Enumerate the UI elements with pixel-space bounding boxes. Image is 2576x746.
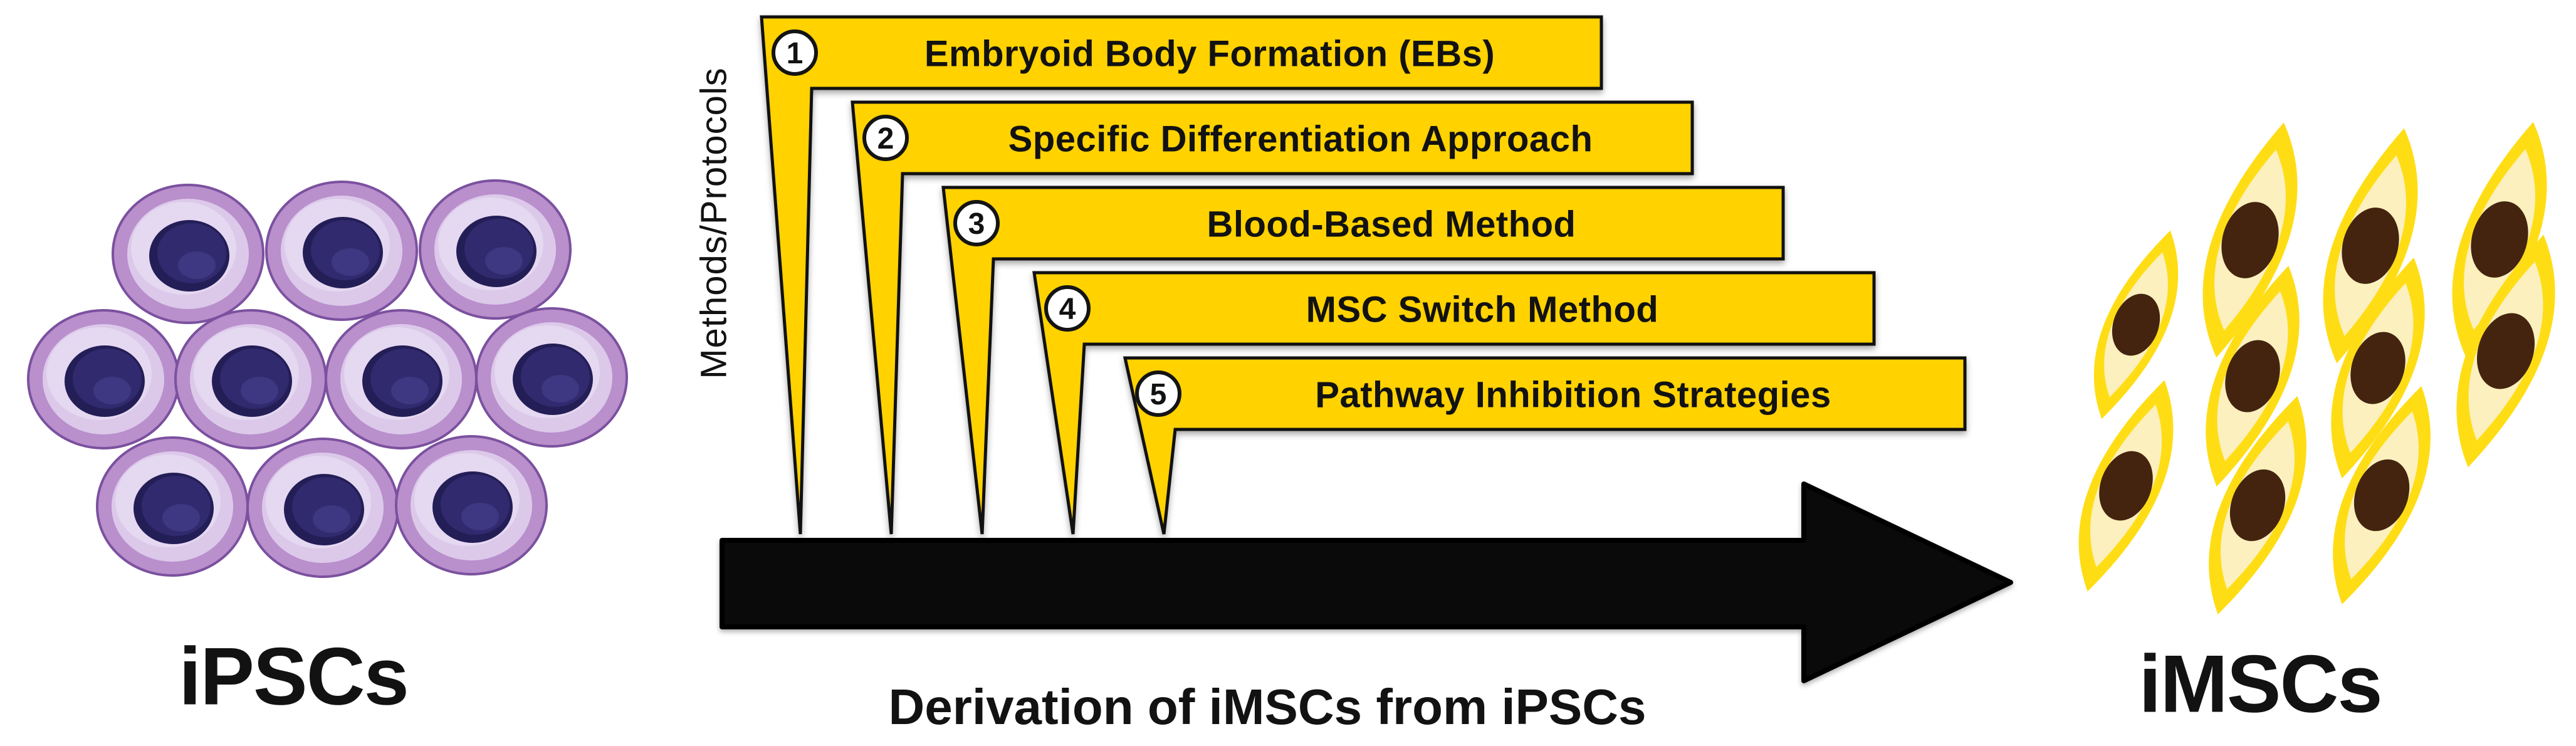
ipsc-cell [112, 184, 264, 324]
imsc-cell [2202, 122, 2298, 358]
cell-nucleus-highlight [485, 247, 523, 275]
banner-flag-shape [760, 15, 1603, 535]
imsc-cell [2093, 230, 2179, 419]
imscs-label: iMSCs [2139, 638, 2381, 730]
ipsc-cell [96, 436, 249, 577]
cell-nucleus-highlight [241, 377, 278, 404]
cell-nucleus-highlight [542, 375, 579, 402]
number-badge-label: 5 [1150, 378, 1167, 411]
cell-nucleus [2099, 451, 2153, 521]
number-badge [1135, 370, 1181, 417]
cell-nucleus [2476, 313, 2535, 389]
cell-nucleus [2221, 202, 2279, 278]
diagram-caption: Derivation of iMSCs from iPSCs [888, 679, 1646, 735]
number-badge [862, 115, 909, 161]
cell-nucleus [2342, 208, 2399, 284]
cell-nucleus-highlight [162, 504, 200, 532]
method-label: MSC Switch Method [1306, 289, 1659, 330]
number-badge-label: 4 [1059, 293, 1076, 326]
method-label: Embryoid Body Formation (EBs) [924, 33, 1495, 74]
cell-nucleus [2229, 469, 2286, 542]
imsc-cell [2323, 128, 2418, 364]
cell-nucleus-highlight [391, 377, 429, 404]
imsc-cell [2452, 122, 2547, 357]
number-badge [1044, 285, 1091, 332]
methods-protocols-axis-label: Methods/Protocols [693, 67, 734, 379]
imsc-cell [2456, 234, 2555, 468]
cell-nucleus-highlight [461, 503, 499, 530]
cell-nucleus [2353, 459, 2410, 532]
cell-nucleus [2350, 332, 2406, 404]
banner-flag-shape [941, 186, 1785, 535]
number-badge-label: 1 [787, 37, 804, 70]
imsc-cell [2331, 257, 2425, 479]
number-badge [953, 200, 1000, 246]
method-label: Blood-Based Method [1207, 204, 1576, 244]
cell-nucleus [2112, 293, 2160, 356]
imsc-cell [2206, 265, 2300, 487]
imsc-cluster [2078, 122, 2555, 615]
method-banner-1: 1 Embryoid Body Formation (EBs) [760, 15, 1603, 535]
ipsc-cell [27, 309, 180, 449]
ipsc-cell [419, 179, 572, 320]
number-badge-label: 3 [968, 208, 985, 241]
cell-nucleus-highlight [178, 251, 216, 279]
ipsc-cell [265, 181, 418, 321]
method-label: Specific Differentiation Approach [1008, 118, 1593, 159]
ipsc-cell [174, 309, 327, 449]
ipsc-cell [325, 309, 478, 449]
banner-flag-shape [1032, 271, 1876, 535]
cell-nucleus-highlight [313, 505, 350, 533]
method-banner-5: 5 Pathway Inhibition Strategies [1123, 356, 1967, 535]
ipscs-label: iPSCs [179, 631, 408, 722]
cell-nucleus [2471, 201, 2528, 278]
cell-nucleus [2225, 340, 2280, 412]
cell-nucleus-highlight [93, 377, 131, 404]
banner-flag-shape [851, 100, 1694, 535]
method-banner-4: 4 MSC Switch Method [1032, 271, 1876, 535]
number-badge [772, 29, 818, 76]
flow-arrow-shape [720, 481, 2013, 683]
cell-nucleus-highlight [332, 248, 369, 276]
ipsc-colony [27, 179, 628, 578]
method-banner-2: 2 Specific Differentiation Approach [851, 100, 1694, 535]
ipsc-cell [395, 435, 548, 575]
imsc-cell [2333, 386, 2431, 605]
method-banner-3: 3 Blood-Based Method [941, 186, 1785, 535]
imsc-cell [2209, 396, 2306, 615]
ipsc-cell [246, 438, 399, 578]
ipsc-cell [475, 307, 628, 448]
method-label: Pathway Inhibition Strategies [1315, 374, 1831, 415]
banner-flag-shape [1123, 356, 1967, 535]
imsc-cell [2078, 380, 2174, 592]
flow-arrow [720, 481, 2013, 683]
number-badge-label: 2 [877, 122, 894, 155]
